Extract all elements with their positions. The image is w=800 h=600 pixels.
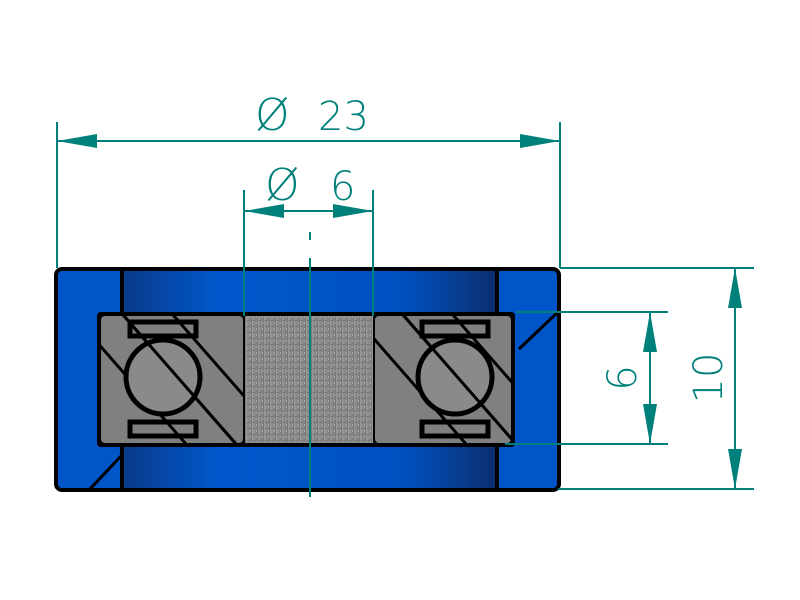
- inner-diameter-value: 6: [330, 164, 355, 210]
- outer-diameter-value: 23: [318, 94, 369, 140]
- diameter-symbol: Ø: [265, 160, 300, 211]
- bearing-width-dimension: 6: [505, 311, 668, 445]
- diameter-symbol: Ø: [255, 90, 290, 141]
- bearing-width-value: 6: [600, 365, 646, 390]
- cage-left: [127, 319, 199, 439]
- total-width-value: 10: [686, 353, 732, 404]
- total-width-dimension: 10: [558, 267, 754, 490]
- outer-diameter-dimension: Ø 23: [56, 90, 561, 268]
- ball-left: [123, 337, 203, 417]
- inner-diameter-dimension: Ø 6: [243, 160, 374, 316]
- cage-right: [419, 319, 491, 439]
- ball-bearing: [97, 312, 515, 447]
